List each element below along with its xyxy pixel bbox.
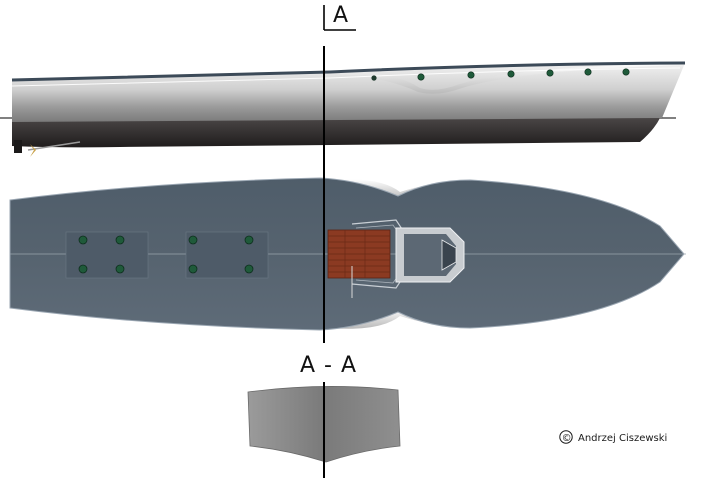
section-marker-label: A [333, 3, 348, 28]
porthole [546, 69, 554, 77]
deck-edge-line [11, 61, 686, 82]
plan-view [9, 177, 686, 331]
hull-bottom [12, 118, 660, 148]
credit-author: Andrzej Ciszewski [578, 433, 667, 444]
cross-section: A - A [247, 353, 401, 478]
hatch-panel-mid [185, 231, 269, 279]
hatch-panel-aft [65, 231, 149, 279]
windshield [441, 239, 457, 271]
copyright-symbol: © [562, 433, 572, 444]
porthole [188, 264, 198, 274]
porthole [244, 264, 254, 274]
propeller-shaft [27, 141, 81, 151]
hatch-panel [185, 231, 269, 279]
deck-planks [328, 230, 390, 278]
porthole [78, 264, 88, 274]
hull-side [12, 63, 685, 122]
propeller-icon [30, 144, 36, 157]
porthole [244, 235, 254, 245]
porthole [622, 68, 630, 76]
stern-gear [14, 140, 81, 157]
porthole [115, 235, 125, 245]
section-caption: A - A [300, 353, 357, 378]
copyright-icon [559, 430, 573, 444]
side-portholes [371, 68, 630, 81]
porthole [371, 75, 377, 81]
porthole [417, 73, 425, 81]
porthole [584, 68, 592, 76]
porthole [188, 235, 198, 245]
sheer-line [11, 67, 681, 87]
porthole [115, 264, 125, 274]
credit: © Andrzej Ciszewski [559, 430, 667, 444]
rudder [14, 140, 22, 153]
side-profile [0, 61, 686, 157]
porthole [78, 235, 88, 245]
porthole [467, 71, 475, 79]
section-marker: A [323, 3, 356, 31]
hatch-panel [65, 231, 149, 279]
porthole [507, 70, 515, 78]
cockpit [327, 219, 465, 298]
